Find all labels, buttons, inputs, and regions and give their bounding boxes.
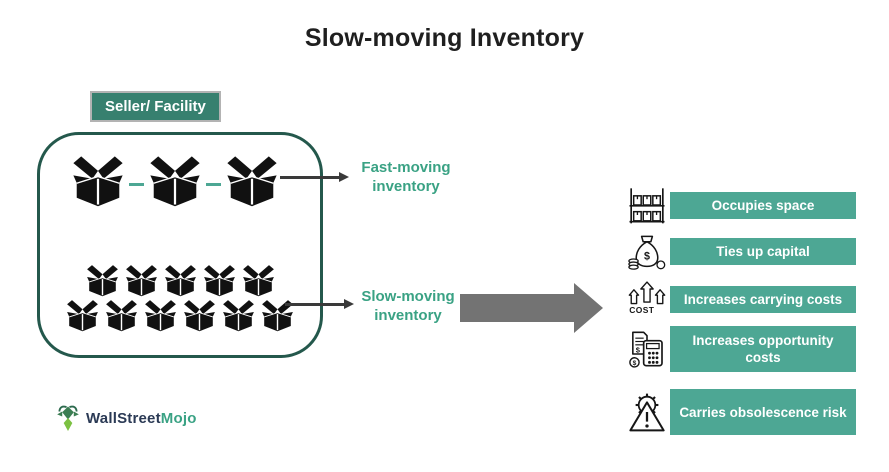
consequence-badge: Increases carrying costs xyxy=(670,285,856,313)
list-item: Occupies space xyxy=(624,185,856,225)
open-box-icon xyxy=(180,298,219,333)
slow-arrow-head-icon xyxy=(344,299,354,309)
slow-moving-area xyxy=(40,263,320,333)
logo-text-wallstreet: WallStreet xyxy=(86,409,161,427)
open-box-icon xyxy=(83,263,122,298)
cost-increase-icon: COST xyxy=(624,280,670,318)
money-bag-icon: $ xyxy=(624,232,670,270)
connector-line xyxy=(129,182,144,186)
svg-text:$: $ xyxy=(636,345,641,354)
open-box-icon xyxy=(145,153,205,209)
consequence-badge: Increases opportunity costs xyxy=(670,326,856,372)
list-item: COST Increases carrying costs xyxy=(624,280,856,318)
open-box-icon xyxy=(141,298,180,333)
consequence-badge: Occupies space xyxy=(670,191,856,219)
open-box-icon xyxy=(222,153,282,209)
open-box-icon xyxy=(161,263,200,298)
open-box-icon xyxy=(200,263,239,298)
slow-moving-row-2 xyxy=(63,298,297,333)
slow-moving-label: Slow-moving inventory xyxy=(361,288,455,324)
list-item: $ Ties up capital xyxy=(624,232,856,270)
seller-facility-badge: Seller/ Facility xyxy=(90,91,221,122)
open-box-icon xyxy=(239,263,278,298)
fast-arrow-head-icon xyxy=(339,172,349,182)
page-title: Slow-moving Inventory xyxy=(304,24,585,52)
fast-moving-row xyxy=(68,153,282,209)
slow-arrow-line xyxy=(285,303,344,306)
calculator-receipt-icon: $ $ xyxy=(624,329,670,369)
facility-container xyxy=(37,132,323,358)
slow-moving-row-1 xyxy=(83,263,278,298)
logo-text-mojo: Mojo xyxy=(160,409,197,427)
open-box-icon xyxy=(68,153,128,209)
wallstreetmojo-logo: WallStreetMojo xyxy=(55,402,197,434)
fast-moving-label: Fast-moving inventory xyxy=(361,159,451,195)
open-box-icon xyxy=(102,298,141,333)
svg-text:$: $ xyxy=(644,250,650,262)
open-box-icon xyxy=(122,263,161,298)
list-item: Carries obsolescence risk xyxy=(624,389,856,435)
logo-wordmark: WallStreetMojo xyxy=(86,410,197,427)
open-box-icon xyxy=(219,298,258,333)
big-right-arrow-icon xyxy=(460,283,605,333)
consequence-badge: Ties up capital xyxy=(670,237,856,265)
fast-arrow-line xyxy=(280,176,339,179)
list-item: $ $ Increases opportunity costs xyxy=(624,326,856,372)
consequence-badge: Carries obsolescence risk xyxy=(670,389,856,435)
open-box-icon xyxy=(63,298,102,333)
obsolescence-warning-icon xyxy=(624,391,670,433)
consequences-list: Occupies space $ Ties up capital xyxy=(624,180,856,442)
cost-icon-text: COST xyxy=(629,305,654,315)
storage-rack-icon xyxy=(624,185,670,225)
bull-mascot-icon xyxy=(57,405,79,431)
svg-text:$: $ xyxy=(633,360,637,367)
connector-line xyxy=(206,182,221,186)
